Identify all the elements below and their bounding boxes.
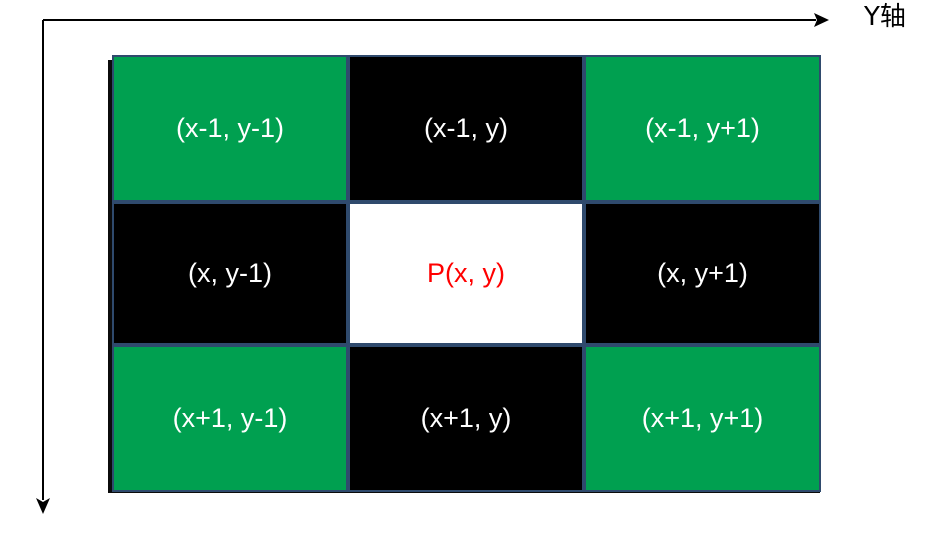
cell-bottom-left: (x+1, y-1) bbox=[112, 345, 348, 492]
cell-center-p: P(x, y) bbox=[348, 202, 584, 345]
neighborhood-grid: (x-1, y-1) (x-1, y) (x-1, y+1) (x, y-1) … bbox=[112, 55, 821, 492]
x-axis-arrow-icon bbox=[36, 498, 50, 514]
y-axis-arrow-icon bbox=[814, 13, 829, 27]
y-axis-label: Y轴 bbox=[864, 2, 906, 32]
cell-top-right: (x-1, y+1) bbox=[584, 55, 821, 202]
cell-middle-left: (x, y-1) bbox=[112, 202, 348, 345]
cell-bottom-right: (x+1, y+1) bbox=[584, 345, 821, 492]
cell-middle-right: (x, y+1) bbox=[584, 202, 821, 345]
cell-bottom-center: (x+1, y) bbox=[348, 345, 584, 492]
cell-top-left: (x-1, y-1) bbox=[112, 55, 348, 202]
cell-top-center: (x-1, y) bbox=[348, 55, 584, 202]
